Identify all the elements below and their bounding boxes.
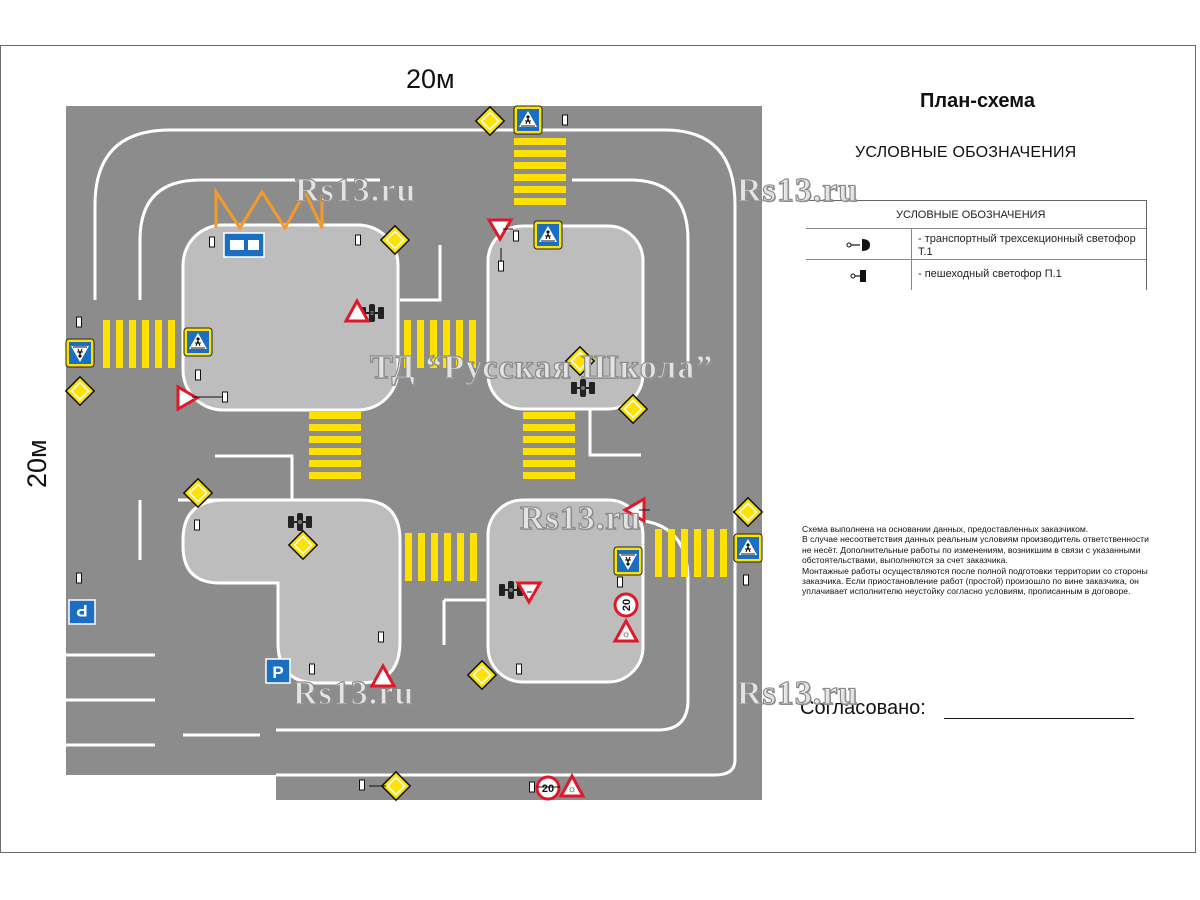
warning-sign-glyphs: ☼ ☼ [567, 629, 630, 795]
speed-limit-value: 20 [542, 783, 554, 795]
legend-column-divider [911, 228, 912, 290]
note-paragraph: Схема выполнена на основании данных, пре… [802, 524, 1089, 534]
disclaimer-note: Схема выполнена на основании данных, пре… [802, 524, 1152, 597]
speed-limit-value: 20 [621, 599, 633, 611]
approval-signature-line [944, 718, 1134, 719]
pedestrian-light-icon [850, 270, 866, 282]
dimension-left: 20м [22, 439, 52, 488]
watermark: Rs13.ru [294, 171, 417, 209]
legend-table: УСЛОВНЫЕ ОБОЗНАЧЕНИЯ - транспортный трех… [806, 200, 1147, 290]
parking-signs [68, 599, 291, 684]
legend-text-traffic-light: - транспортный трехсекционный светофор Т… [918, 233, 1136, 258]
svg-text:☼: ☼ [621, 629, 630, 640]
dimension-top: 20м [406, 64, 455, 94]
legend-row-pedestrian-light: - пешеходный светофор П.1 [806, 259, 1146, 291]
watermark: Rs13.ru [736, 674, 859, 712]
note-paragraph: В случае несоответствия данных реальным … [802, 534, 1149, 566]
islands [181, 223, 645, 685]
traffic-light-icon [846, 239, 870, 251]
legend-table-header: УСЛОВНЫЕ ОБОЗНАЧЕНИЯ [896, 209, 1046, 221]
legend-heading: УСЛОВНЫЕ ОБОЗНАЧЕНИЯ [855, 144, 1077, 161]
note-paragraph: Монтажные работы осуществляются после по… [802, 565, 1148, 597]
watermark: Rs13.ru [519, 499, 642, 537]
watermark: ТД “Русская Школа” [369, 348, 714, 386]
legend-row-traffic-light: - транспортный трехсекционный светофор Т… [806, 228, 1146, 260]
parking-letter: P [272, 663, 283, 682]
svg-text:☼: ☼ [567, 784, 576, 795]
bus-stop-sign [223, 232, 265, 258]
snake-marking [214, 187, 324, 231]
approval-label: Согласовано: [800, 697, 926, 719]
sign-connectors [192, 228, 650, 788]
parking-letter: P [76, 601, 87, 620]
watermark: Rs13.ru [292, 674, 415, 712]
speed-limit-signs [535, 592, 639, 801]
legend-text-pedestrian-light: - пешеходный светофор П.1 [918, 268, 1062, 280]
road-markings [66, 128, 737, 777]
drawing-frame [0, 45, 1196, 853]
watermark: Rs13.ru [736, 171, 859, 209]
plan-title: План-схема [920, 90, 1035, 112]
